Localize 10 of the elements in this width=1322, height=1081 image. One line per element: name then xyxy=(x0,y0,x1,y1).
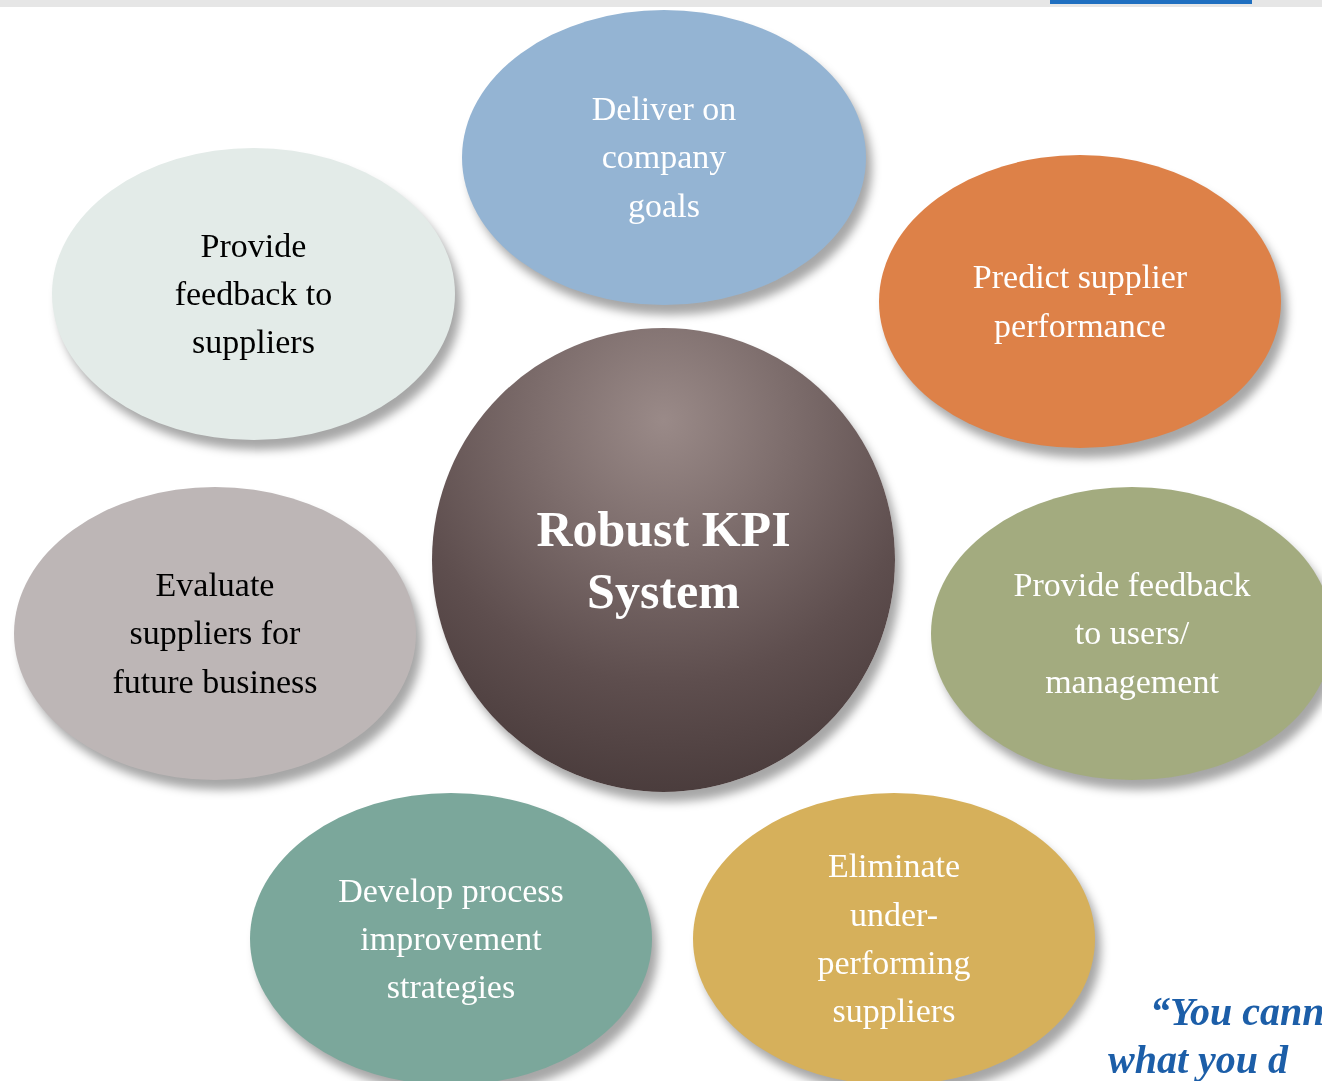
node-text: Deliver on company goals xyxy=(590,89,738,226)
node-text: Develop process improvement strategies xyxy=(337,870,565,1008)
node-text: Provide feedback to users/ management xyxy=(1012,565,1252,702)
quote-text: what you d xyxy=(1108,1036,1290,1081)
node-text: Eliminate under-performing suppliers xyxy=(816,846,972,1032)
node-text: Predict supplier performance xyxy=(971,257,1189,346)
node-text: Evaluate suppliers for future business xyxy=(111,565,319,702)
node-text: Provide feedback to suppliers xyxy=(173,225,334,363)
node-text: Robust KPI System xyxy=(535,499,792,621)
quote-text: “You cann xyxy=(1149,988,1322,1036)
